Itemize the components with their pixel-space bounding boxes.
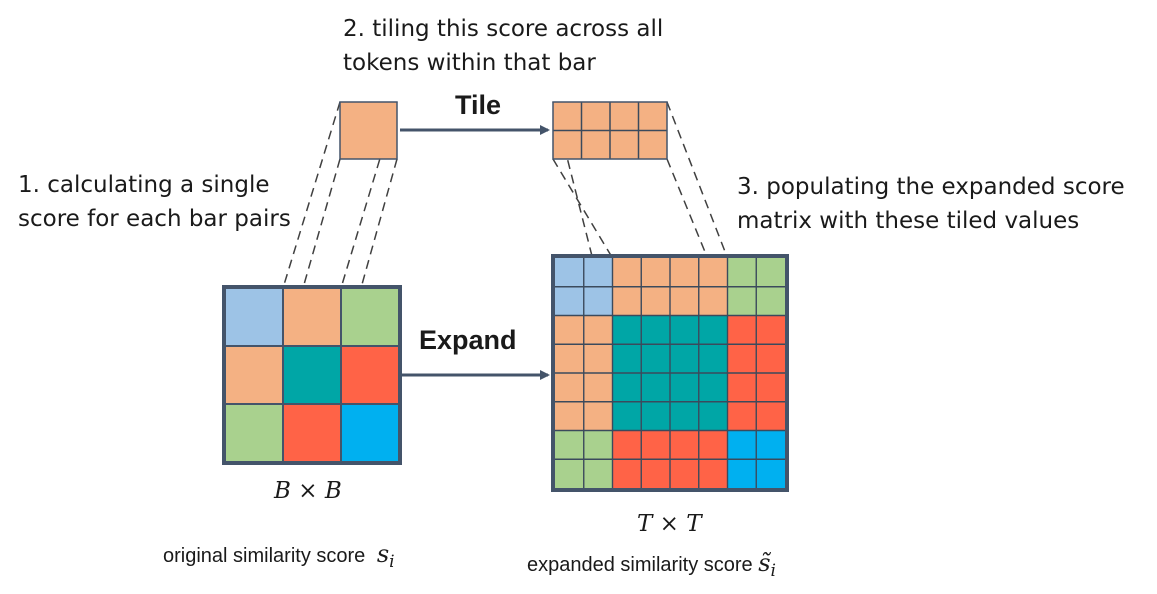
original-score-label: original similarity score si — [163, 540, 395, 572]
single-cell-rect — [339, 101, 398, 160]
projection-dash-line — [302, 158, 341, 289]
expand-arrow-label: Expand — [419, 325, 517, 355]
step3-caption-line1: 3. populating the expanded score — [737, 174, 1125, 200]
step1-caption-line2: score for each bar pairs — [18, 206, 291, 232]
step1-caption: 1. calculating a single score for each b… — [18, 168, 291, 236]
small-matrix-cell — [284, 405, 340, 461]
expanded-score-label: expanded similarity score s̃i — [527, 549, 776, 581]
small-dim-times: × — [298, 478, 318, 504]
step2-caption: 2. tiling this score across all tokens w… — [343, 12, 663, 80]
expanded-score-symbol: s̃ — [758, 549, 771, 577]
projection-dash-line — [282, 101, 341, 289]
step1-caption-line1: 1. calculating a single — [18, 172, 270, 198]
projection-dash-line — [552, 158, 614, 259]
step2-caption-line1: 2. tiling this score across all — [343, 16, 664, 42]
tile-arrow-label: Tile — [455, 90, 502, 120]
single-score-cell — [339, 101, 398, 160]
small-matrix-cell — [226, 405, 282, 461]
large-dim-times: × — [659, 511, 679, 537]
projection-dash-line — [666, 101, 729, 259]
small-dim-rows: B — [274, 478, 291, 504]
large-dim-cols: T — [686, 511, 702, 537]
original-score-text: original similarity score — [163, 545, 366, 567]
small-matrix-cell — [226, 347, 282, 403]
tile-block-border — [552, 101, 668, 160]
small-matrix-cell — [284, 289, 340, 345]
large-dim-rows: T — [637, 511, 653, 537]
projection-lines — [282, 101, 729, 289]
step2-caption-line2: tokens within that bar — [343, 50, 596, 76]
step3-caption-line2: matrix with these tiled values — [737, 208, 1080, 234]
original-score-subscript: i — [389, 552, 395, 572]
small-matrix-cell — [342, 405, 398, 461]
small-matrix-cell — [342, 289, 398, 345]
expanded-score-subscript: i — [770, 561, 776, 581]
tiled-score-block — [552, 101, 668, 160]
small-matrix-cell — [284, 347, 340, 403]
expanded-score-text: expanded similarity score — [527, 554, 753, 576]
expanded-score-matrix — [551, 254, 789, 492]
step3-caption: 3. populating the expanded score matrix … — [737, 170, 1125, 238]
small-matrix-cell — [342, 347, 398, 403]
small-matrix-cell — [226, 289, 282, 345]
small-dim-cols: B — [324, 478, 342, 504]
small-score-matrix — [222, 285, 402, 465]
original-score-symbol: s — [376, 540, 390, 568]
small-matrix-dims: B × B — [274, 478, 342, 504]
projection-dash-line — [552, 101, 594, 259]
large-matrix-dims: T × T — [637, 511, 702, 537]
projection-dash-line — [666, 158, 709, 259]
projection-dash-line — [360, 158, 398, 289]
